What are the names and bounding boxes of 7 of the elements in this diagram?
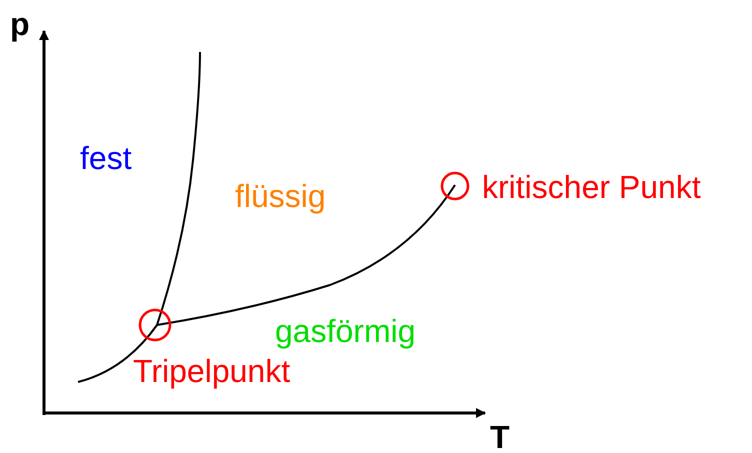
axis-label: p (10, 8, 30, 40)
region-label: gasförmig (275, 315, 416, 347)
region-label: flüssig (235, 180, 326, 212)
point-label: Tripelpunkt (133, 355, 290, 387)
point-label: kritischer Punkt (482, 171, 701, 203)
axis-label: T (490, 421, 510, 453)
region-label: fest (80, 142, 132, 174)
